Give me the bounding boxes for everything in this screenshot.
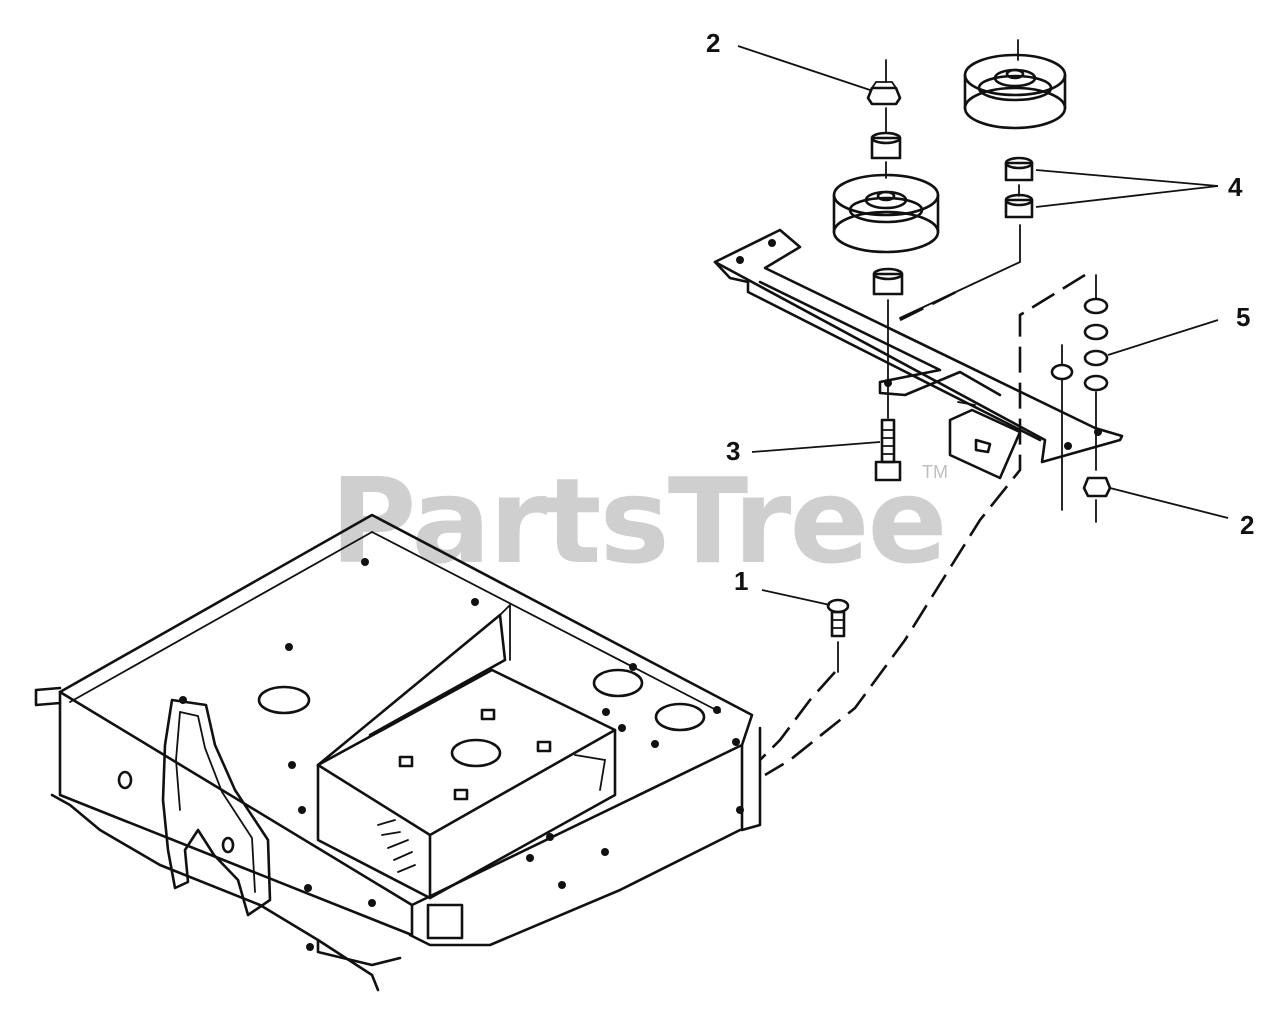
callout-2-nut-top: 2 (706, 28, 720, 58)
watermark-trademark: TM (922, 462, 948, 482)
watermark-text: PartsTree (330, 452, 946, 590)
watermark: PartsTree TM (330, 452, 948, 590)
callout-5-washers: 5 (1236, 302, 1250, 332)
callout-1-carriage-bolt: 1 (734, 566, 748, 596)
idler-pulley-left (832, 173, 940, 254)
mower-deck (34, 513, 762, 992)
callout-3-bolt: 3 (726, 436, 740, 466)
hardware (826, 39, 1112, 673)
idler-pulley-right (963, 53, 1067, 130)
callout-2-nut-bottom: 2 (1240, 510, 1254, 540)
idler-bracket (713, 228, 1124, 480)
callouts: 2 4 5 3 2 1 (706, 28, 1254, 596)
callout-4-spacers: 4 (1228, 172, 1243, 202)
leader-lines (737, 45, 1229, 606)
alignment-lines (759, 273, 1086, 777)
